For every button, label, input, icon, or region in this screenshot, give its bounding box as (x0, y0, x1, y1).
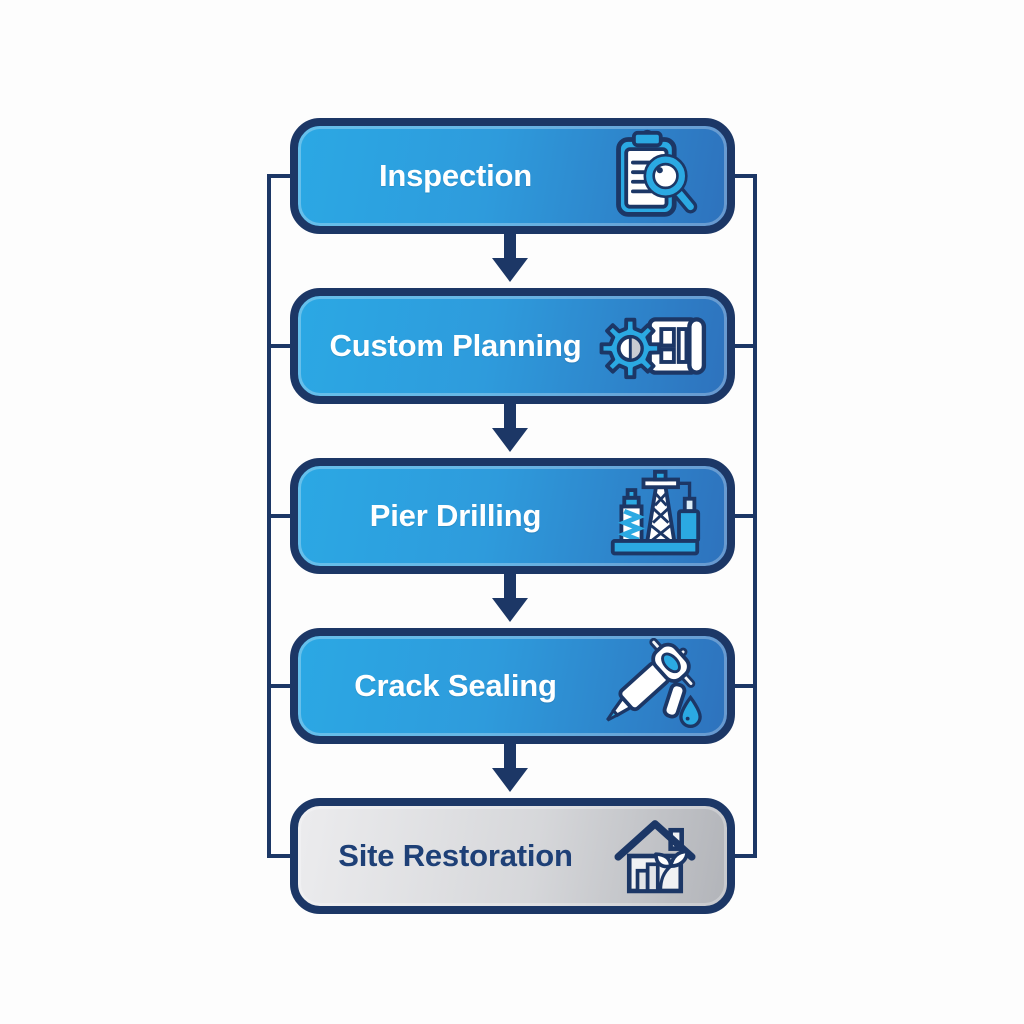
left-rail-stub (267, 684, 295, 688)
step-label: Crack Sealing (354, 668, 557, 703)
right-rail-stub (729, 854, 757, 858)
gear-blueprint-icon (599, 297, 711, 395)
step-label: Site Restoration (338, 838, 573, 873)
left-rail-stub (267, 174, 295, 178)
step-inspection: Inspection (290, 118, 735, 234)
left-rail-stub (267, 514, 295, 518)
right-rail-stub (729, 174, 757, 178)
down-arrow (492, 234, 528, 282)
down-arrow (492, 574, 528, 622)
left-rail-stub (267, 854, 295, 858)
step-crack-sealing: Crack Sealing (290, 628, 735, 744)
step-custom-planning: Custom Planning (290, 288, 735, 404)
step-label: Custom Planning (329, 328, 582, 363)
down-arrow (492, 744, 528, 792)
step-pier-drilling: Pier Drilling (290, 458, 735, 574)
step-label: Pier Drilling (369, 498, 542, 533)
step-label: Inspection (378, 158, 532, 193)
step-site-restoration: Site Restoration (290, 798, 735, 914)
clipboard-search-icon (599, 127, 711, 225)
right-rail-stub (729, 514, 757, 518)
right-rail-stub (729, 344, 757, 348)
down-arrow (492, 404, 528, 452)
right-rail-stub (729, 684, 757, 688)
left-rail-stub (267, 344, 295, 348)
house-leaf-icon (599, 807, 711, 905)
caulk-gun-icon (599, 637, 711, 735)
drilling-rig-icon (599, 467, 711, 565)
